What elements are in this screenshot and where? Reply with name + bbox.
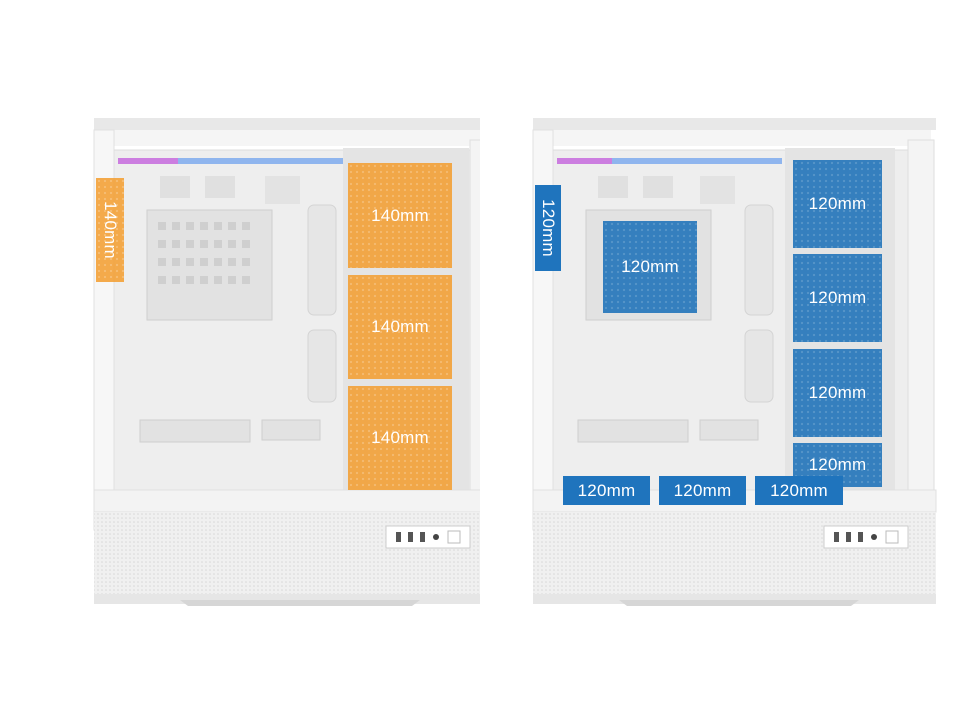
right-front-fan-2-label: 120mm (808, 288, 867, 307)
right-front-fan-1: 120mm (793, 160, 882, 248)
left-front-fan-3-label: 140mm (371, 428, 429, 447)
right-bottom-fan-2-label: 120mm (673, 480, 732, 500)
right-bottom-fan-1: 120mm (563, 476, 650, 505)
right-front-fan-4-label: 120mm (808, 455, 867, 474)
left-side-fan-slot: 140mm (96, 178, 124, 282)
right-front-fan-2: 120mm (793, 254, 882, 342)
right-side-fan-slot: 120mm (535, 185, 561, 271)
left-front-fan-2-label: 140mm (371, 317, 429, 336)
left-case: 140mm 140mm 140mm 140mm (0, 0, 480, 701)
right-bottom-fan-3-label: 120mm (770, 480, 828, 500)
right-front-fan-3: 120mm (793, 349, 882, 437)
right-cpu-fan-label: 120mm (621, 257, 679, 276)
right-bottom-fan-3: 120mm (755, 476, 843, 505)
left-front-fan-3: 140mm (348, 386, 452, 490)
right-front-fan-4: 120mm (793, 443, 882, 487)
right-cpu-fan: 120mm (603, 221, 697, 313)
right-front-fan-1-label: 120mm (808, 194, 867, 213)
left-side-fan-label: 140mm (101, 201, 120, 259)
left-front-fan-1: 140mm (348, 163, 452, 268)
left-front-fan-2: 140mm (348, 275, 452, 379)
right-front-fan-3-label: 120mm (808, 383, 867, 402)
right-bottom-fan-2: 120mm (659, 476, 746, 505)
right-bottom-fan-1-label: 120mm (577, 480, 636, 500)
right-side-fan-label: 120mm (539, 199, 558, 257)
left-front-fan-1-label: 140mm (371, 205, 429, 225)
